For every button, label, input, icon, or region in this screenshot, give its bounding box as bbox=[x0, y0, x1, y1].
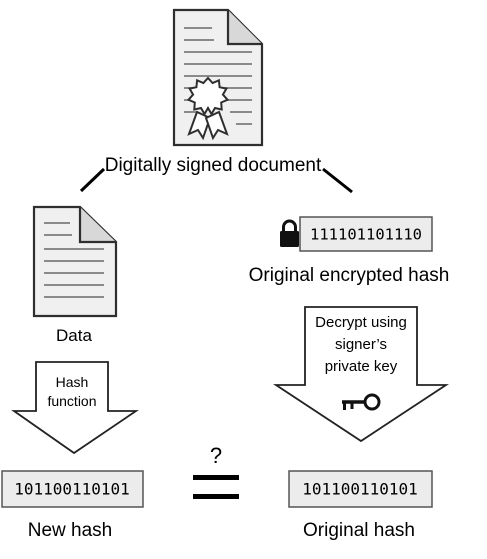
new-hash-bits: 101100110101 bbox=[14, 480, 130, 499]
hash-function-label-line2: function bbox=[47, 393, 96, 409]
original-hash-label: Original hash bbox=[303, 520, 415, 541]
decrypt-label-line3: private key bbox=[325, 358, 398, 375]
branch-line-right bbox=[322, 167, 353, 194]
original-hash-bits: 101100110101 bbox=[302, 480, 418, 499]
comparison-question-mark: ? bbox=[210, 443, 222, 468]
new-hash-box bbox=[1, 470, 144, 508]
key-icon bbox=[342, 393, 381, 411]
original-hash-box bbox=[288, 470, 433, 508]
encrypted-hash-label: Original encrypted hash bbox=[249, 265, 450, 286]
branch-line-left bbox=[79, 167, 106, 193]
decrypt-label-line1: Decrypt using bbox=[315, 314, 407, 331]
hash-function-label-line1: Hash bbox=[56, 374, 89, 390]
certificate-document-icon bbox=[172, 8, 264, 147]
encrypted-hash-box bbox=[299, 216, 433, 252]
decrypt-label-line2: signer’s bbox=[335, 336, 387, 353]
data-label: Data bbox=[56, 326, 92, 345]
new-hash-label: New hash bbox=[28, 520, 113, 541]
document-icon bbox=[32, 205, 118, 318]
hash-function-arrow bbox=[11, 361, 139, 455]
equals-sign bbox=[193, 475, 239, 499]
encrypted-hash-bits: 111101101110 bbox=[310, 226, 422, 244]
lock-icon bbox=[280, 219, 299, 247]
decrypt-arrow bbox=[272, 306, 450, 443]
signed-document-label: Digitally signed document bbox=[105, 155, 322, 176]
